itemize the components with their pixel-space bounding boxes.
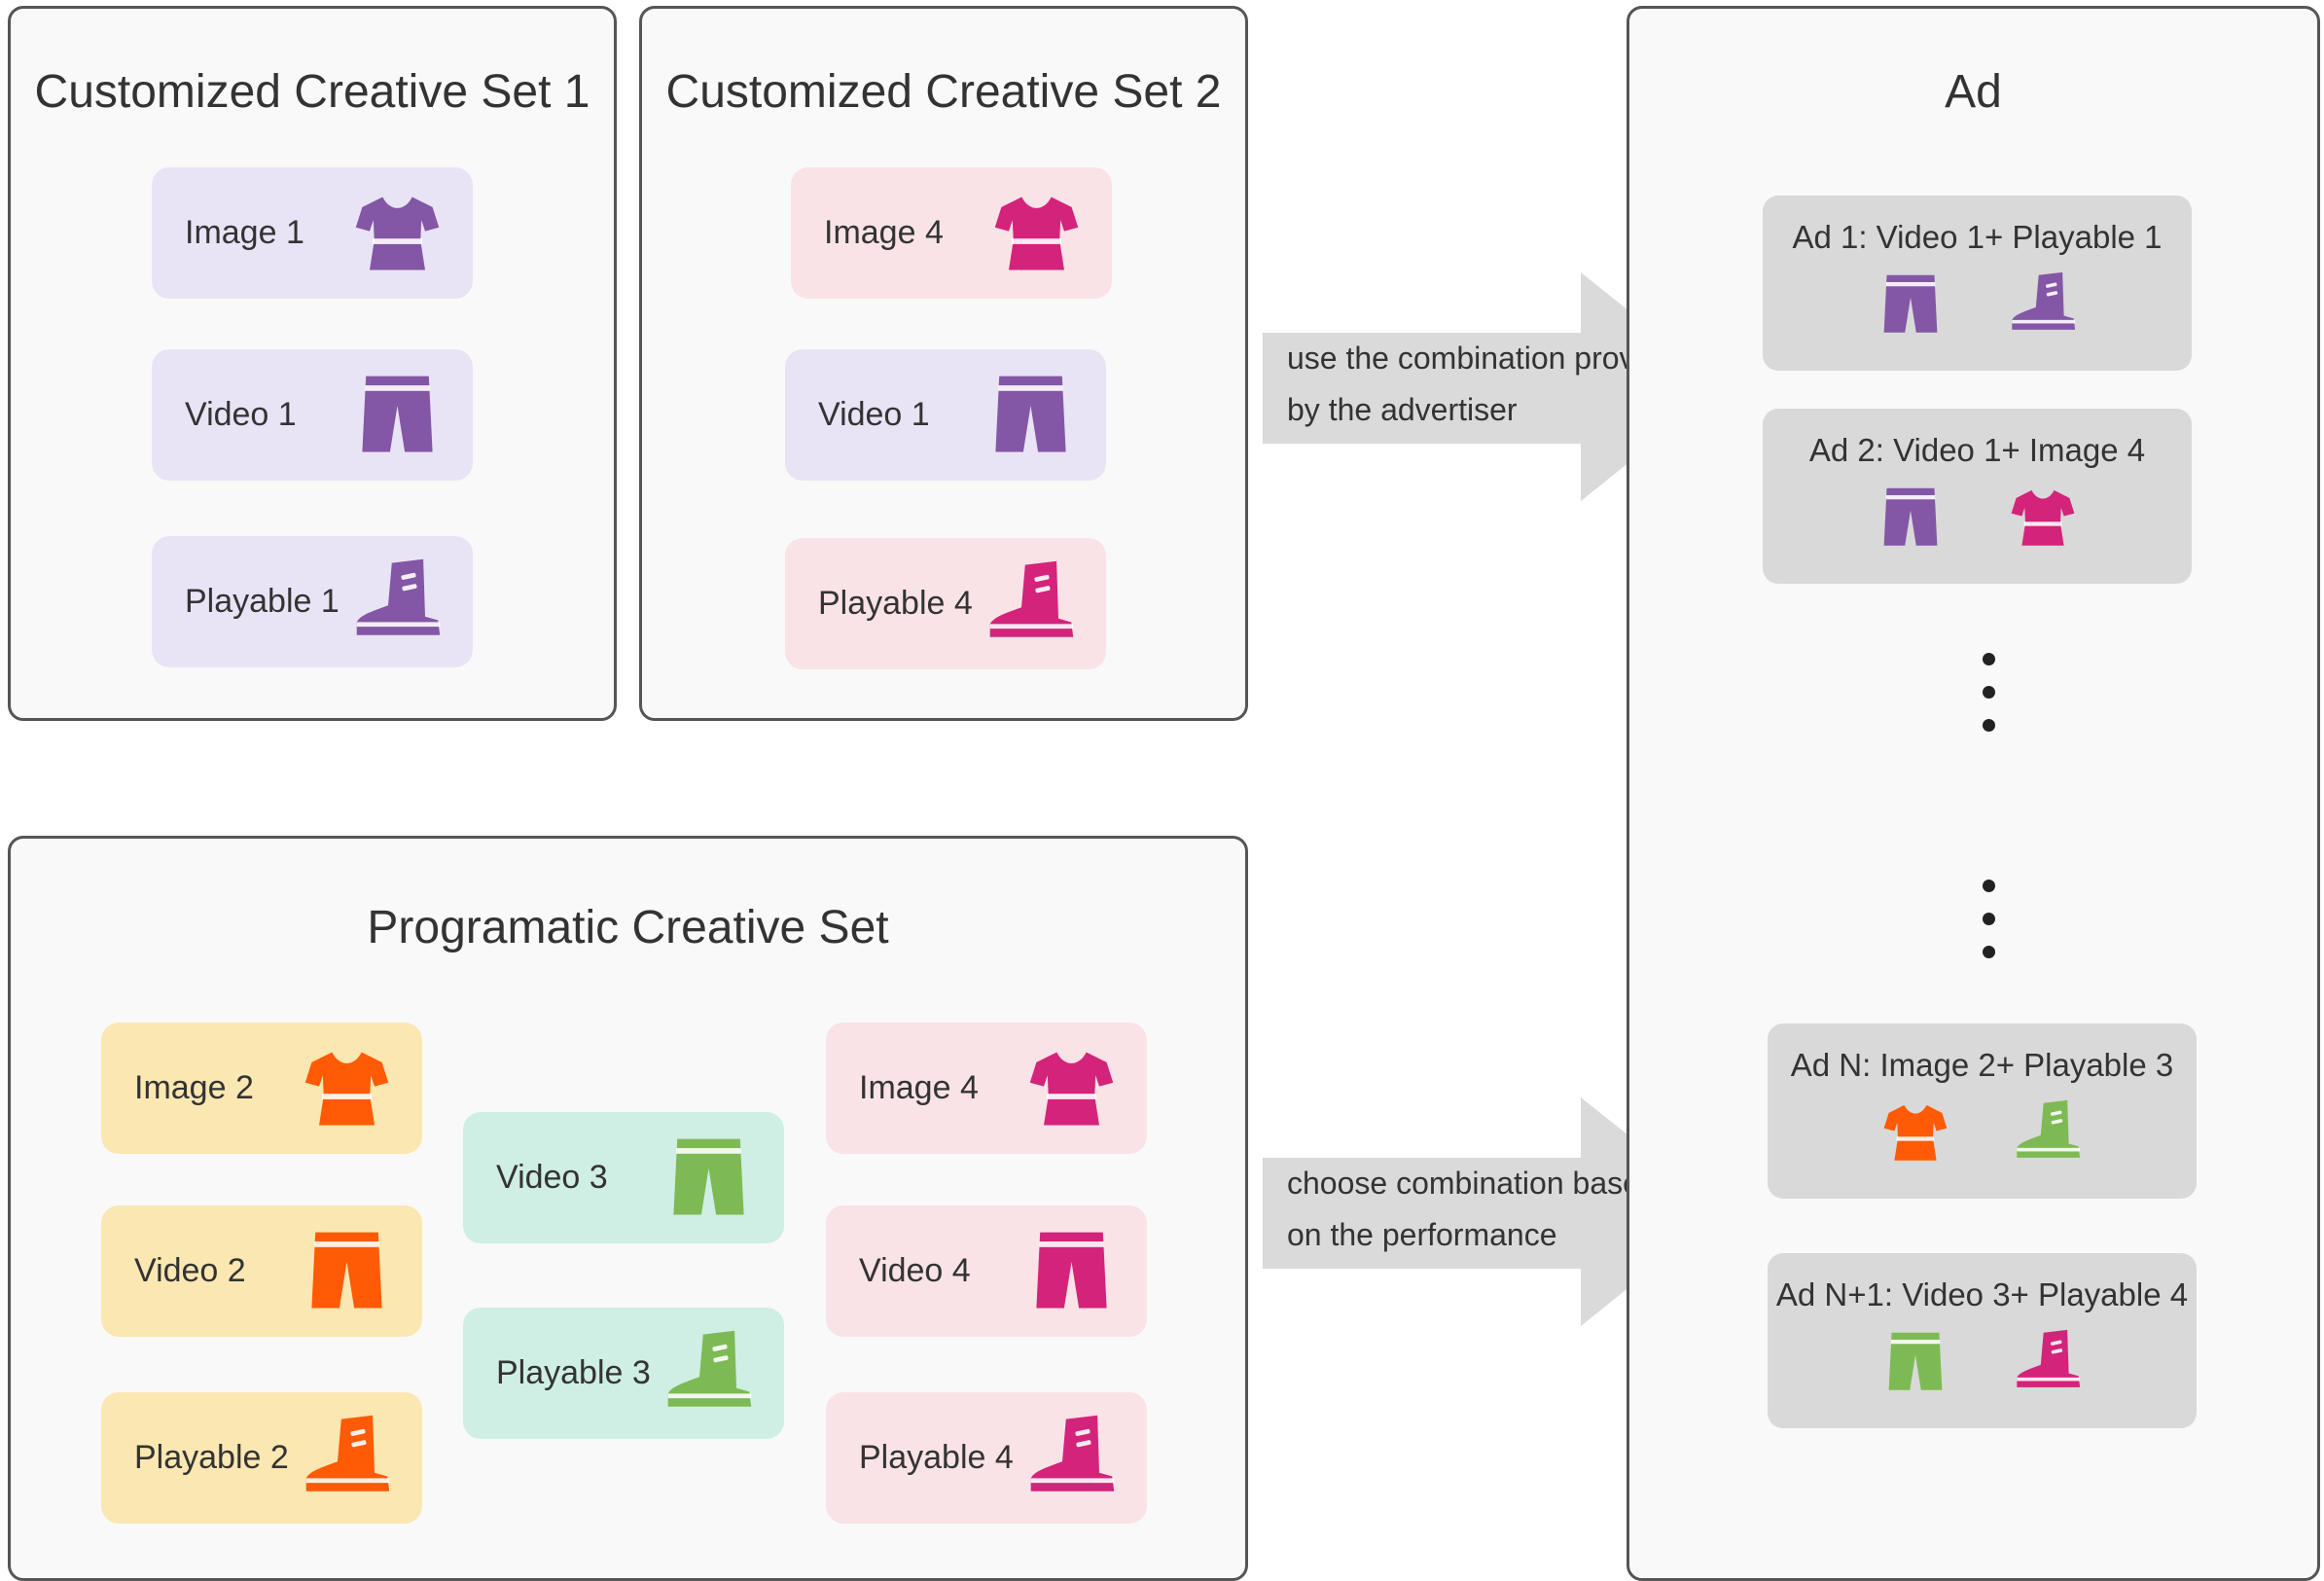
- arrow-shape: [1263, 1097, 1724, 1326]
- shoe-icon: [351, 556, 444, 648]
- panel-title: Ad: [1945, 66, 2002, 118]
- creative-chip: Video 4: [826, 1205, 1147, 1337]
- ad-card: Ad N+1: Video 3+ Playable 4: [1768, 1253, 2197, 1428]
- creative-chip: Playable 2: [101, 1392, 422, 1524]
- creative-chip: Image 2: [101, 1023, 422, 1154]
- shirt-icon: [990, 187, 1083, 279]
- panel-title: Customized Creative Set 1: [34, 66, 590, 118]
- creative-label: Playable 4: [859, 1439, 1014, 1476]
- creative-label: Video 4: [859, 1252, 971, 1289]
- creative-chip: Video 1: [152, 349, 473, 481]
- ad-card: Ad 2: Video 1+ Image 4: [1763, 409, 2192, 584]
- shoe-icon: [2013, 1327, 2083, 1397]
- shorts-icon: [984, 369, 1077, 461]
- shorts-icon: [1876, 483, 1946, 553]
- advertiser-combination-arrow: use the combination provided by the adve…: [1263, 272, 1724, 501]
- shorts-icon: [351, 369, 444, 461]
- creative-label: Playable 2: [134, 1439, 289, 1476]
- creative-label: Video 3: [496, 1159, 608, 1196]
- creative-label: Image 4: [824, 214, 944, 251]
- performance-combination-arrow: choose combination based on the performa…: [1263, 1097, 1724, 1326]
- shirt-icon: [1880, 1097, 1950, 1168]
- panel-title: Programatic Creative Set: [367, 902, 889, 953]
- shorts-icon: [301, 1225, 393, 1317]
- shorts-icon: [662, 1132, 755, 1224]
- ad-panel: Ad Ad 1: Video 1+ Playable 1 Ad 2: Video…: [1627, 6, 2320, 1581]
- shoe-icon: [662, 1327, 755, 1419]
- shorts-icon: [1880, 1327, 1950, 1397]
- creative-chip: Video 3: [463, 1112, 784, 1243]
- shorts-icon: [1025, 1225, 1118, 1317]
- shoe-icon: [2008, 269, 2078, 340]
- creative-chip: Playable 1: [152, 536, 473, 667]
- creative-label: Playable 4: [818, 585, 973, 622]
- shirt-icon: [1025, 1042, 1118, 1134]
- arrow-label-line-2: by the advertiser: [1287, 392, 1518, 427]
- shoe-icon: [2013, 1097, 2083, 1168]
- shorts-icon: [1876, 269, 1946, 340]
- creative-label: Video 1: [818, 396, 930, 433]
- arrow-label-line-2: on the performance: [1287, 1217, 1557, 1252]
- arrow-shape: [1263, 272, 1724, 501]
- ad-card: Ad N: Image 2+ Playable 3: [1768, 1024, 2197, 1199]
- creative-label: Playable 3: [496, 1354, 651, 1391]
- creative-chip: Playable 3: [463, 1308, 784, 1439]
- creative-label: Image 4: [859, 1069, 979, 1106]
- shoe-icon: [984, 557, 1077, 650]
- ad-label: Ad 1: Video 1+ Playable 1: [1792, 219, 2163, 255]
- creative-chip: Image 4: [826, 1023, 1147, 1154]
- programmatic-creative-set-panel: Programatic Creative Set Image 2 Video 2…: [8, 836, 1248, 1581]
- creative-chip: Playable 4: [826, 1392, 1147, 1524]
- ad-card: Ad 1: Video 1+ Playable 1: [1763, 196, 2192, 371]
- panel-title: Customized Creative Set 2: [665, 66, 1222, 118]
- shoe-icon: [301, 1412, 393, 1504]
- shirt-icon: [2008, 483, 2078, 553]
- shoe-icon: [1025, 1412, 1118, 1504]
- creative-set-2-panel: Customized Creative Set 2 Image 4 Video …: [639, 6, 1248, 721]
- creative-label: Playable 1: [185, 583, 340, 620]
- shirt-icon: [301, 1042, 393, 1134]
- creative-chip: Video 1: [785, 349, 1106, 481]
- creative-label: Video 1: [185, 396, 297, 433]
- creative-label: Video 2: [134, 1252, 246, 1289]
- creative-set-1-panel: Customized Creative Set 1 Image 1 Video …: [8, 6, 617, 721]
- creative-chip: Image 1: [152, 167, 473, 299]
- arrow-label-line-1: use the combination provided: [1287, 341, 1695, 376]
- creative-chip: Playable 4: [785, 538, 1106, 669]
- ad-label: Ad N: Image 2+ Playable 3: [1790, 1047, 2174, 1083]
- ad-label: Ad N+1: Video 3+ Playable 4: [1775, 1276, 2189, 1312]
- shirt-icon: [351, 187, 444, 279]
- creative-label: Image 1: [185, 214, 304, 251]
- ad-label: Ad 2: Video 1+ Image 4: [1808, 432, 2146, 468]
- arrow-label-line-1: choose combination based: [1287, 1166, 1658, 1201]
- creative-chip: Video 2: [101, 1205, 422, 1337]
- creative-label: Image 2: [134, 1069, 254, 1106]
- creative-chip: Image 4: [791, 167, 1112, 299]
